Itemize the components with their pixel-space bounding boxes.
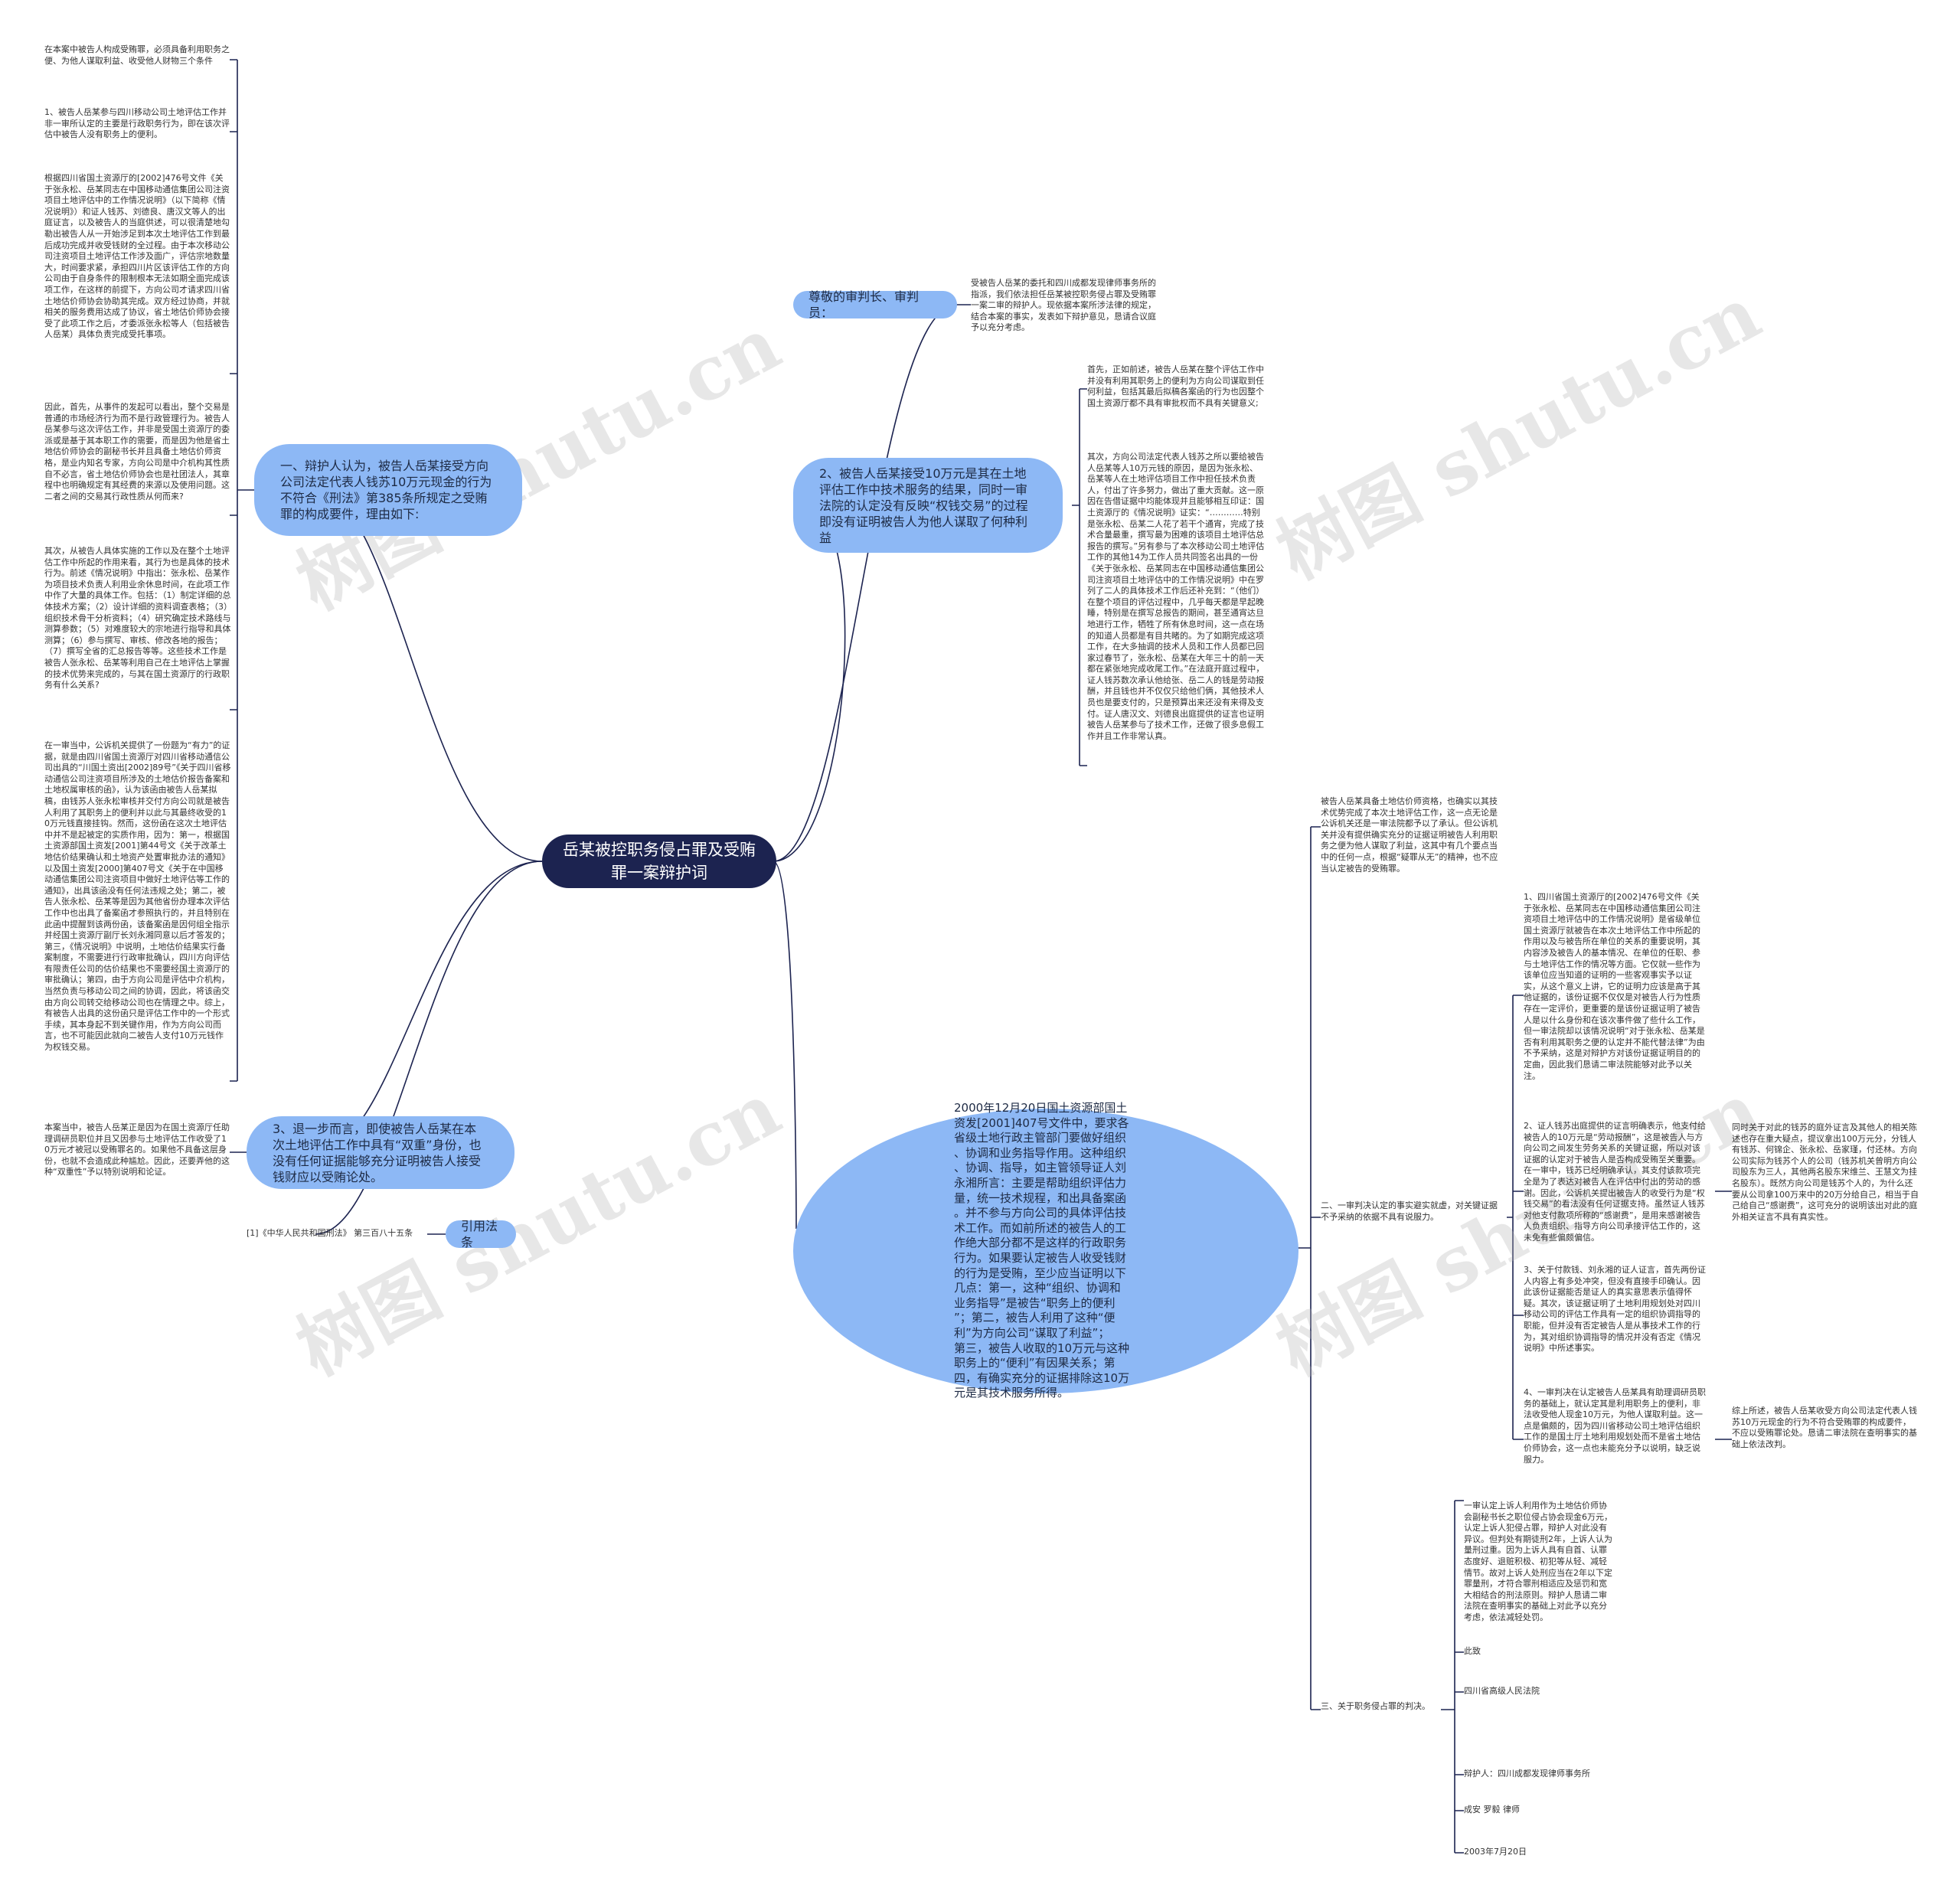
link-root-b1 — [315, 489, 543, 862]
policy-document-line: 利”为方向公司“谋取了利益”； — [954, 1325, 1110, 1340]
policy-document-line: 资发[2001]407号文件中，要求各 — [954, 1115, 1129, 1130]
policy-document-line: 。并不参与方向公司的具体评估技 — [954, 1206, 1127, 1220]
leaf-b3r-6: 2003年7月20日 — [1464, 1847, 1527, 1857]
leaf-greeting: 受被告人岳某的委托和四川成都发现律师事务所的指派，我们依法担任岳某被控职务侵占罪… — [971, 278, 1156, 333]
leaf-law: [1]《中华人民共和国刑法》 第三百八十五条 — [247, 1228, 413, 1238]
link-root-law — [315, 861, 543, 1235]
branch-defense-point-3[interactable]: 3、退一步而言，即使被告人岳某在本次土地评估工作中具有“双重”身份，也没有任何证… — [247, 1116, 514, 1189]
leaf-b1-3: 根据四川省国土资源厅的[2002]476号文件《关于张永松、岳某同志在中国移动通… — [44, 173, 230, 340]
leaf-b2b-note-2: 同时关于对此的钱苏的庭外证言及其他人的相关陈述也存在重大疑点，提议拿出100万元… — [1732, 1122, 1919, 1222]
policy-document-line: 作绝大部分都不是这样的行政职务 — [954, 1236, 1127, 1250]
policy-document-line: 元是其技术服务所得。 — [954, 1386, 1070, 1400]
branch-defense-point-1[interactable]: 一、辩护人认为，被告人岳某接受方向公司法定代表人钱苏10万元现金的行为不符合《刑… — [254, 444, 522, 536]
branch-greeting[interactable]: 尊敬的审判长、审判员： — [793, 289, 957, 320]
branch-cited-law[interactable]: 引用法条 — [446, 1219, 516, 1249]
policy-document-line: 业务指导”是被告“职务上的便利 — [954, 1295, 1116, 1310]
bracket-b2b — [1507, 995, 1524, 1440]
leaf-b3r-4: 辩护人：四川成都发现律师事务所 — [1464, 1769, 1590, 1779]
leaf-b2b-sub-1: 1、四川省国土资源厅的[2002]476号文件《关于张永松、岳某同志在中国移动通… — [1524, 892, 1705, 1081]
link-root-b2 — [773, 505, 846, 862]
leaf-b2-1: 首先，正如前述，被告人岳某在整个评估工作中并没有利用其职务上的便利为方向公司谋取… — [1087, 364, 1264, 408]
leaf-b2b-sub-3: 3、关于付款钱、刘永湘的证人证言，首先两份证人内容上有多处冲突，但没有直接手印确… — [1524, 1265, 1706, 1354]
policy-document-line: 永湘所言：主要是帮助组织评估力 — [954, 1176, 1127, 1191]
leaf-b2b-note-4: 综上所述，被告人岳某收受方向公司法定代表人钱苏10万元现金的行为不符合受贿罪的构… — [1732, 1406, 1917, 1449]
leaf-b3r-2: 此致 — [1464, 1646, 1481, 1656]
policy-document-text: 2000年12月20日国土资源部国土资发[2001]407号文件中，要求各省级土… — [954, 1101, 1138, 1401]
leaf-b2-2: 其次，方向公司法定代表人钱苏之所以要给被告人岳某等人10万元钱的原因，是因为张永… — [1087, 452, 1265, 741]
leaf-b1-6: 在一审当中，公诉机关提供了一份题为“有力”的证据，就是由四川省国土资源厅对四川省… — [44, 740, 231, 1053]
policy-document-line: 几点：第一，这种“组织、协调和 — [954, 1281, 1121, 1295]
root-topic[interactable]: 岳某被控职务侵占罪及受贿罪一案辩护词 — [542, 835, 776, 888]
leaf-b1-2: 1、被告人岳某参与四川移动公司土地评估工作并非一审所认定的主要是行政职务行为，即… — [44, 107, 230, 140]
bracket-right — [1310, 826, 1321, 1710]
link-root-big — [773, 861, 797, 1230]
policy-document-line: 2000年12月20日国土资源部国土 — [954, 1101, 1128, 1115]
policy-document-line: ”；第二，被告人利用了这种“便 — [954, 1311, 1116, 1325]
leaf-b2b-intro: 被告人岳某具备土地估价师资格，也确实以其技术优势完成了本次土地评估工作，这一点无… — [1321, 796, 1498, 874]
leaf-b1-1: 在本案中被告人构成受贿罪，必须具备利用职务之便、为他人谋取利益、收受他人财物三个… — [44, 44, 230, 66]
policy-document-line: 、协调、指导，如主管领导证人刘 — [954, 1161, 1127, 1175]
branch-defense-point-2[interactable]: 2、被告人岳某接受10万元是其在土地评估工作中技术服务的结果，同时一审法院的认定… — [793, 458, 1063, 553]
link-root-b3 — [315, 861, 543, 1153]
link-root-greeting — [773, 304, 958, 862]
bracket-b2 — [1072, 388, 1087, 766]
leaf-b1-4: 因此，首先，从事件的发起可以看出，整个交易是普通的市场经济行为而不是行政管理行为… — [44, 402, 230, 501]
leaf-b3r-3: 四川省高级人民法院 — [1464, 1686, 1540, 1696]
policy-document-line: 职务上的“便利”有因果关系；第 — [954, 1356, 1116, 1370]
policy-document-line: 四，有确实充分的证据排除这10万 — [954, 1370, 1130, 1385]
bracket-b1 — [230, 59, 254, 1082]
policy-document-line: 省级土地行政主管部门要做好组织 — [954, 1131, 1127, 1145]
leaf-b3r-5: 成安 罗毅 律师 — [1464, 1805, 1520, 1814]
leaf-b2b-sub-2: 2、证人钱苏出庭提供的证言明确表示，他支付给被告人的10万元是“劳动报酬”，这是… — [1524, 1121, 1706, 1243]
leaf-b1-5: 其次，从被告人具体实施的工作以及在整个土地评估工作中所起的作用来看，其行为也是具… — [44, 546, 231, 691]
leaf-b3-1: 本案当中，被告人岳某正是因为在国土资源厅任助理调研员职位并且又因参与土地评估工作… — [44, 1122, 230, 1178]
policy-document-line: 行为。如果要认定被告人收受钱财 — [954, 1251, 1127, 1265]
leaf-b2b-sub-4: 4、一审判决在认定被告人岳某具有助理调研员职务的基础上，就认定其是利用职务上的便… — [1524, 1387, 1706, 1465]
bracket-b3r — [1441, 1500, 1464, 1854]
policy-document-line: 的行为是受贿，至少应当证明以下 — [954, 1266, 1127, 1280]
branch-policy-document[interactable]: 2000年12月20日国土资源部国土资发[2001]407号文件中，要求各省级土… — [793, 1101, 1298, 1400]
leaf-b3r-1: 一审认定上诉人利用作为土地估价师协会副秘书长之职位侵占协会现金6万元，认定上诉人… — [1464, 1501, 1612, 1622]
bracket-notes — [1715, 1191, 1732, 1440]
policy-document-line: 术工作。而如前所述的被告人的工 — [954, 1220, 1127, 1235]
branch-embezzlement[interactable]: 三、关于职务侵占罪的判决。 — [1321, 1701, 1430, 1711]
policy-document-line: 量，统一技术规程，和出具备案函 — [954, 1191, 1127, 1205]
policy-document-line: 第三，被告人收取的10万元与这种 — [954, 1341, 1130, 1355]
branch-trial-facts[interactable]: 二、一审判决认定的事实避实就虚，对关键证据不予采纳的依据不具有说服力。 — [1321, 1200, 1498, 1222]
policy-document-line: 、协调和业务指导作用。这种组织 — [954, 1145, 1127, 1160]
